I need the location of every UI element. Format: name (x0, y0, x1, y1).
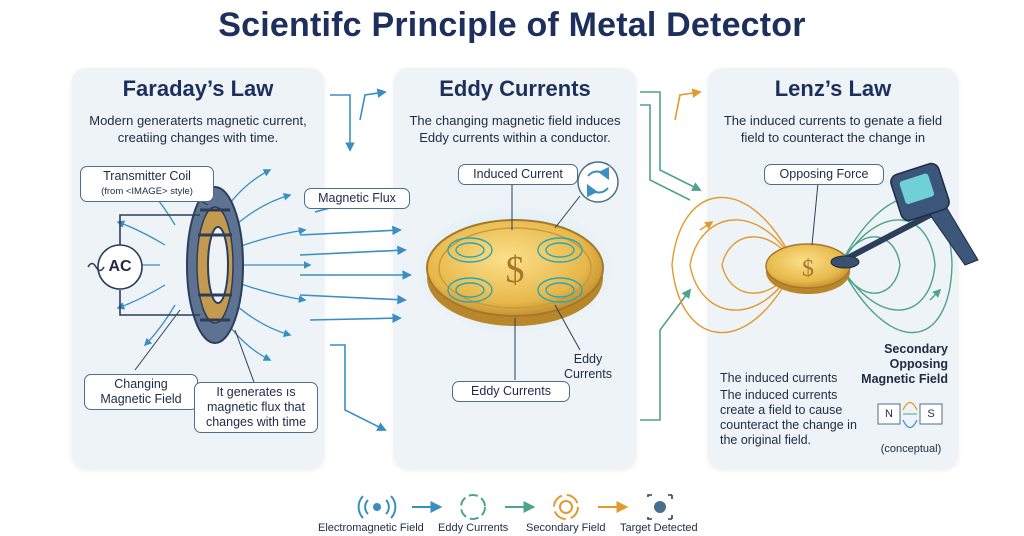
ac-label: AC (108, 258, 132, 275)
induced-currents-b: The induced currents create a field to c… (720, 388, 857, 447)
svg-text:$: $ (802, 256, 814, 282)
page-title: Scientifc Principle of Metal Detector (218, 6, 806, 44)
ns-compass-graphic (877, 401, 943, 429)
transmitter-coil-graphic (186, 186, 244, 344)
eddy-description: The changing magnetic field induces Eddy… (409, 113, 621, 145)
legend-electromagnetic-field: Electromagnetic Field (318, 522, 424, 534)
opposing-force-label: Opposing Force (764, 164, 884, 185)
induced-current-label: Induced Current (458, 164, 578, 185)
ac-source-circuit (87, 214, 200, 316)
changing-field-label: Changing Magnetic Field (84, 374, 198, 410)
legend-target-detected: Target Detected (620, 522, 698, 534)
lenz-description: The induced currents to genate a field f… (723, 113, 943, 145)
flux-arrows-left (299, 88, 412, 431)
eddy-coin-graphic: $ (415, 205, 615, 335)
south-pole-label: S (927, 408, 935, 420)
lenz-heading: Lenz’s Law (774, 76, 892, 101)
coil-label-text: Transmitter Coil (103, 169, 191, 183)
metal-detector-graphic (830, 162, 979, 269)
lenz-field-lines (671, 196, 953, 334)
transmitter-coil-label: Transmitter Coil (from <IMAGE> style) (80, 166, 214, 202)
legend-secondary-field: Secondary Field (526, 522, 606, 534)
generates-flux-label: It generates ıs magnetic flux that chang… (194, 382, 318, 433)
legend-eddy-currents: Eddy Currents (438, 522, 509, 534)
lenz-coin-graphic: $ (765, 243, 851, 294)
eddy-bottom-label: Eddy Currents (452, 381, 570, 402)
coil-label-sub: (from <IMAGE> style) (101, 186, 193, 197)
legend-icons (357, 494, 673, 520)
eddy-side-label: Eddy Currents (564, 352, 612, 381)
conceptual-label: (conceptual) (880, 443, 942, 455)
flux-arrows-right (640, 88, 702, 421)
eddy-heading: Eddy Currents (439, 76, 591, 101)
faraday-description: Modern generaterts magnetic current, cre… (89, 113, 307, 145)
eddy-current-loops (447, 237, 583, 303)
north-pole-label: N (885, 408, 893, 420)
faraday-heading: Faraday’s Law (122, 76, 274, 101)
magnetic-flux-label: Magnetic Flux (304, 188, 410, 209)
svg-text:$: $ (506, 249, 525, 291)
cycle-icon (577, 161, 619, 203)
secondary-field-label: Secondary Opposing Magnetic Field (861, 342, 948, 386)
induced-currents-a: The induced currents (720, 371, 838, 385)
